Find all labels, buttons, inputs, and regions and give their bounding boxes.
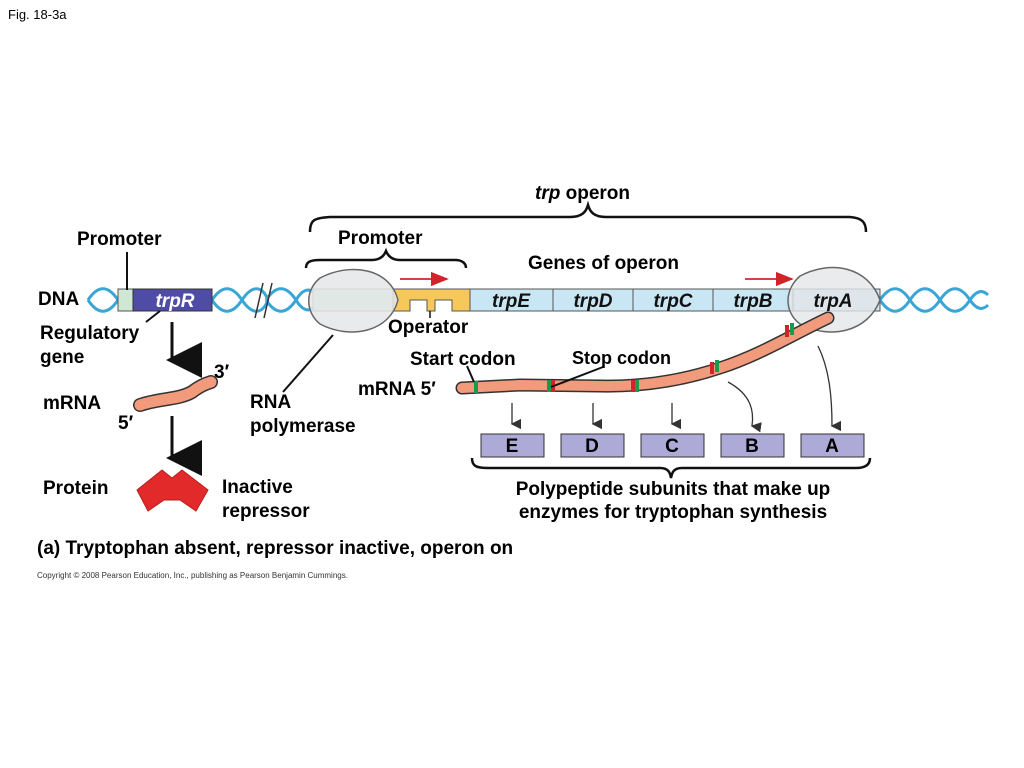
operon-title-italic: trp (535, 183, 561, 204)
trpR-gene-box (132, 288, 213, 312)
enzyme-box-B (720, 433, 785, 458)
regulatory-gene-label-2: gene (40, 347, 85, 368)
rna-polymerase-label-1: RNA (250, 392, 292, 413)
operon-title-rest: operon (560, 183, 630, 204)
stop-codon-pointer (550, 366, 604, 388)
inactive-repressor-label-2: repressor (222, 501, 310, 522)
promoter-right-label: Promoter (338, 228, 423, 249)
genes-of-operon-label: Genes of operon (528, 253, 679, 274)
dna-helix-middle (264, 287, 314, 313)
enzyme-box-C (640, 433, 705, 458)
rna-polymerase-label-2: polymerase (250, 416, 356, 437)
start-codon-pointer (466, 365, 475, 383)
inactive-repressor-shape (136, 469, 209, 512)
promoter-left-label: Promoter (77, 229, 162, 250)
enzyme-label-C: C (665, 436, 679, 457)
figure-label: Fig. 18-3a (8, 7, 67, 22)
start-codon-label: Start codon (410, 349, 516, 370)
repressor-mrna-fill (134, 376, 217, 411)
enzyme-box-A (800, 433, 865, 458)
rna-polymerase-left (308, 268, 399, 333)
stop-codon-label: Stop codon (572, 348, 671, 368)
dna-break-marks (254, 282, 273, 319)
translation-arrows (510, 345, 842, 433)
five-prime-label: 5′ (118, 413, 134, 434)
trpR-label: trpR (155, 291, 194, 312)
enzyme-box-D (560, 433, 625, 458)
dna-label: DNA (38, 289, 80, 310)
operator-label: Operator (388, 317, 469, 338)
dna-helix-right (878, 287, 990, 313)
trpC-label: trpC (653, 291, 692, 312)
enzyme-label-A: A (825, 436, 839, 457)
trpA-label: trpA (813, 291, 852, 312)
trpE-label: trpE (492, 291, 531, 312)
rna-polymerase-right (787, 266, 881, 333)
figure-caption: (a) Tryptophan absent, repressor inactiv… (37, 538, 514, 559)
trpB-label: trpB (733, 291, 772, 312)
inactive-repressor-label-1: Inactive (222, 477, 293, 498)
regulatory-gene-pointer (145, 310, 161, 323)
trpD-label: trpD (573, 291, 612, 312)
protein-label: Protein (43, 478, 109, 499)
regulatory-gene-label-1: Regulatory (40, 323, 140, 344)
polypeptide-description: Polypeptide subunits that make up enzyme… (468, 478, 878, 524)
three-prime-label: 3′ (214, 362, 230, 383)
mrna-left-label: mRNA (43, 393, 102, 414)
mrna-right-label: mRNA 5′ (358, 379, 436, 400)
promoter-brace (304, 247, 468, 269)
operator-box (392, 288, 471, 312)
enzyme-label-E: E (506, 436, 519, 457)
copyright-notice: Copyright © 2008 Pearson Education, Inc.… (37, 571, 348, 580)
polypeptide-brace (470, 457, 872, 479)
enzyme-label-B: B (745, 436, 759, 457)
polypeptide-line-1: Polypeptide subunits that make up (515, 479, 831, 500)
enzyme-label-D: D (585, 436, 599, 457)
rna-polymerase-pointer (282, 334, 334, 393)
regulatory-promoter-box (117, 288, 134, 312)
polypeptide-line-2: enzymes for tryptophan synthesis (518, 502, 828, 523)
operon-brace (308, 200, 868, 233)
start-codons (474, 323, 794, 393)
enzyme-box-E (480, 433, 545, 458)
operon-title: trp operon (535, 182, 630, 206)
